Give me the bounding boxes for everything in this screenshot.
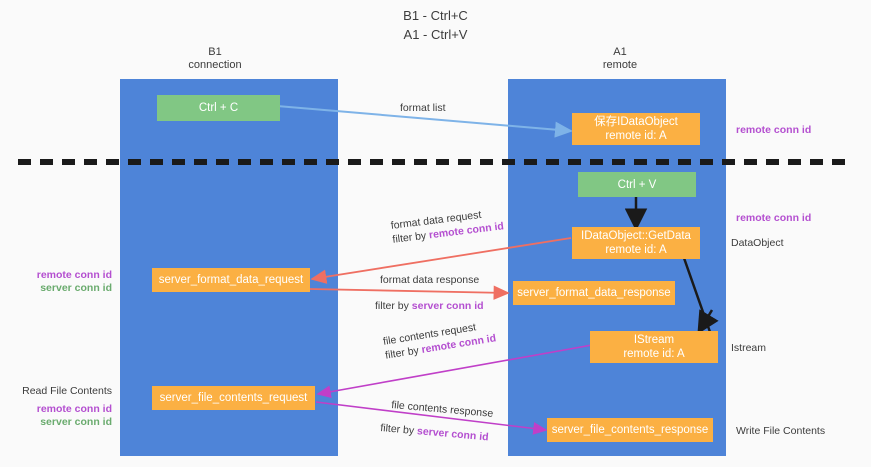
- node-idataobject-getdata-subtitle: remote id: A: [605, 244, 667, 256]
- edge-label-format-list-text: format list: [400, 102, 446, 114]
- side-label-write-file-contents: Write File Contents: [736, 425, 826, 437]
- side-label-left-server-conn-id-mid: server conn id: [40, 282, 112, 294]
- filter-key-server-conn-id: server conn id: [416, 425, 490, 444]
- edge-label-file-contents-response-filter: filter by server conn id: [380, 421, 489, 444]
- title-line-1: B1 - Ctrl+C: [403, 8, 468, 23]
- node-idataobject-getdata[interactable]: IDataObject::GetData remote id: A: [572, 227, 700, 259]
- page-title: B1 - Ctrl+C A1 - Ctrl+V: [0, 6, 871, 44]
- edge-label-format-list: format list: [400, 101, 446, 115]
- node-istream-title: IStream: [633, 334, 675, 346]
- node-ctrl-v[interactable]: Ctrl + V: [578, 172, 696, 197]
- edge-label-format-data-response: format data response: [380, 273, 479, 287]
- side-label-dataobject: DataObject: [731, 237, 784, 249]
- side-label-read-file-contents: Read File Contents: [22, 385, 112, 397]
- node-server-format-data-request-label: server_format_data_request: [158, 274, 304, 286]
- edge-label-file-contents-request: file contents request filter by remote c…: [382, 317, 497, 362]
- lane-header-b1-role: connection: [188, 59, 242, 71]
- side-label-left-server-conn-id-bot: server conn id: [40, 416, 112, 428]
- node-server-file-contents-request-label: server_file_contents_request: [159, 392, 308, 404]
- node-server-format-data-response-label: server_format_data_response: [517, 287, 671, 299]
- edge-label-format-data-response-line1: format data response: [380, 274, 480, 286]
- node-save-idataobject[interactable]: 保存IDataObject remote id: A: [572, 113, 700, 145]
- node-server-format-data-response[interactable]: server_format_data_response: [513, 281, 675, 305]
- node-server-format-data-request[interactable]: server_format_data_request: [152, 268, 310, 292]
- node-save-idataobject-title: 保存IDataObject: [594, 116, 678, 128]
- node-server-file-contents-response[interactable]: server_file_contents_response: [547, 418, 713, 442]
- filter-key-server-conn-id: server conn id: [411, 300, 484, 312]
- side-label-istream: Istream: [731, 342, 767, 354]
- lane-header-a1-name: A1: [613, 46, 627, 58]
- side-label-left-remote-conn-id-mid: remote conn id: [36, 269, 112, 281]
- node-server-file-contents-request[interactable]: server_file_contents_request: [152, 386, 315, 410]
- node-ctrl-c-label: Ctrl + C: [198, 102, 239, 114]
- edge-label-format-data-request: format data request filter by remote con…: [390, 205, 505, 246]
- arrow-format-data-response: [309, 285, 510, 300]
- lane-header-b1: B1 connection: [155, 46, 275, 72]
- lane-header-a1-role: remote: [602, 59, 638, 71]
- side-label-remote-conn-id-mid: remote conn id: [736, 212, 812, 224]
- lane-header-b1-name: B1: [208, 46, 222, 58]
- edge-label-file-contents-response-line1: file contents response: [390, 398, 494, 420]
- filter-prefix: filter by: [391, 229, 430, 246]
- title-line-2: A1 - Ctrl+V: [403, 27, 468, 42]
- node-ctrl-v-label: Ctrl + V: [617, 178, 657, 191]
- node-istream-subtitle: remote id: A: [623, 348, 685, 360]
- node-istream[interactable]: IStream remote id: A: [590, 331, 718, 363]
- node-server-file-contents-response-label: server_file_contents_response: [551, 424, 709, 436]
- side-label-left-remote-conn-id-bot: remote conn id: [36, 403, 112, 415]
- edge-label-file-contents-response: file contents response: [391, 398, 494, 421]
- filter-prefix: filter by: [379, 421, 418, 438]
- node-idataobject-getdata-title: IDataObject::GetData: [581, 230, 691, 242]
- side-label-remote-conn-id-top: remote conn id: [736, 124, 812, 136]
- lane-header-a1: A1 remote: [560, 46, 680, 72]
- node-ctrl-c[interactable]: Ctrl + C: [157, 95, 280, 121]
- edge-label-format-data-response-filter: filter by server conn id: [375, 299, 484, 313]
- node-save-idataobject-subtitle: remote id: A: [605, 130, 667, 142]
- filter-prefix: filter by: [375, 300, 412, 312]
